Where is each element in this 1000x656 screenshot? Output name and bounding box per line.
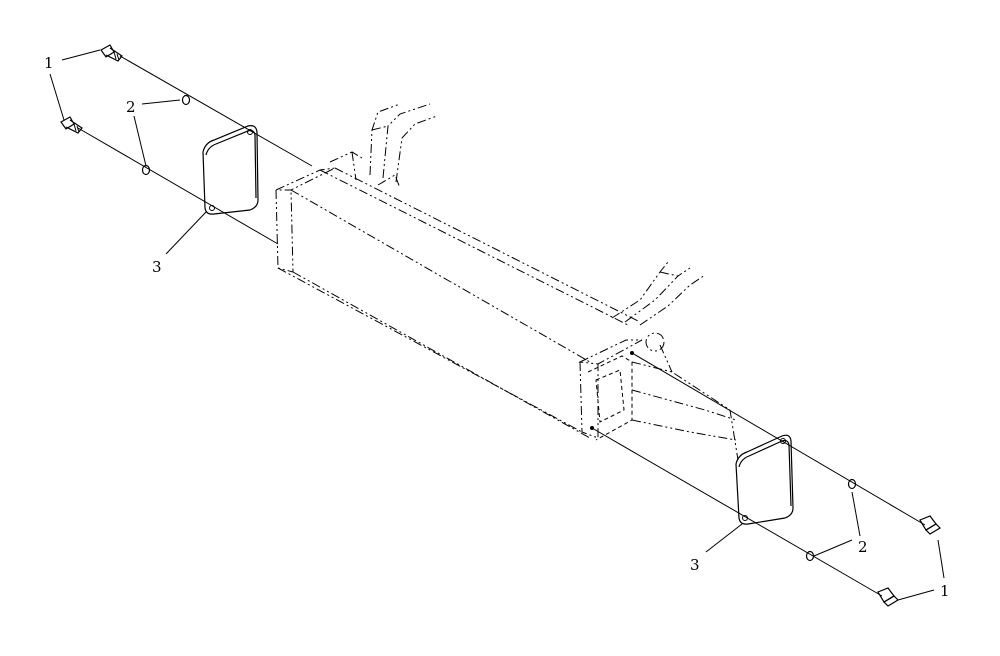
bolt-lower-left: [60, 116, 83, 134]
right-assembly-lines: [590, 351, 926, 597]
washer-lower-right: [805, 550, 815, 562]
washer-upper-left: [181, 94, 191, 106]
callout-item-2-right: 2: [858, 538, 868, 556]
bolt-upper-right: [919, 515, 941, 535]
leader-lines: [49, 49, 945, 601]
washer-upper-right: [847, 478, 857, 490]
right-cover-plate: [735, 434, 794, 525]
washer-lower-left: [141, 164, 151, 176]
frame-tube-phantom: [275, 151, 643, 439]
callout-labels: 1 2 3 3 2 1: [44, 54, 950, 600]
bolt-upper-left: [100, 44, 123, 62]
callout-item-2-left: 2: [126, 98, 136, 116]
right-end-bracket: [587, 344, 739, 461]
callout-item-3-right: 3: [690, 556, 700, 574]
bolt-lower-right: [877, 587, 899, 607]
left-assembly-lines: [77, 55, 313, 245]
right-arm-phantom: [611, 261, 706, 352]
left-cover-plate: [202, 125, 259, 215]
callout-item-1-left: 1: [44, 54, 54, 72]
callout-item-1-right: 1: [940, 582, 950, 600]
callout-item-3-left: 3: [152, 258, 162, 276]
upper-arm-phantom: [369, 103, 438, 189]
